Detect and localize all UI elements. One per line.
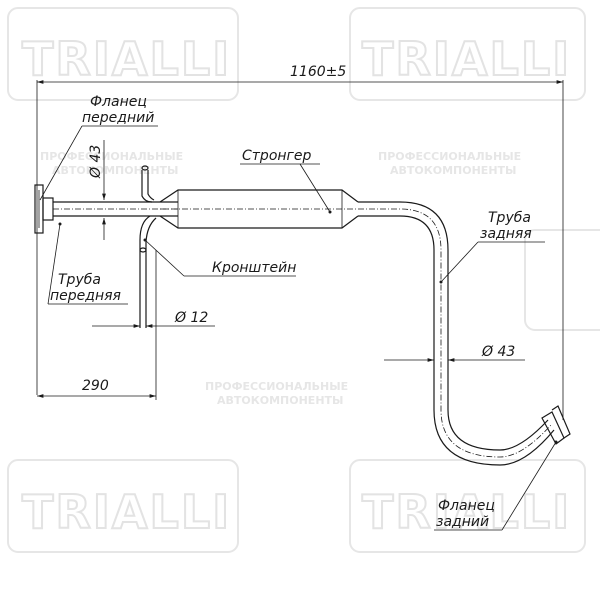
watermark-mid-right [524,229,600,331]
watermark-bottom-left: TRIALLI [7,459,239,553]
watermark-logo: TRIALLI [362,32,571,86]
watermark-logo: TRIALLI [22,485,231,539]
front-pipe-callout: Труба передняя [47,222,128,305]
watermark-line1: ПРОФЕССИОНАЛЬНЫЕ [378,150,521,163]
stronger-muffler [159,189,359,229]
rear-flange [541,405,571,445]
watermark-top-left: TRIALLI [7,7,239,101]
watermark-line1: ПРОФЕССИОНАЛЬНЫЕ [40,150,183,163]
overall-dimension: 1160±5 [36,64,564,420]
bracket-offset-dimension: 290 [37,250,157,400]
overall-length-label: 1160±5 [290,64,346,80]
rear-flange-callout: Фланец задний [434,440,558,531]
rear-pipe [358,201,555,466]
front-pipe-label-2: передняя [50,288,121,304]
front-flange-callout: Фланец передний [39,94,158,201]
rear-flange-label-2: задний [436,514,489,530]
bracket-diameter-label: Ø 12 [174,310,208,326]
watermark-line2: АВТОКОМПОНЕНТЫ [52,164,178,177]
front-pipe-label-1: Труба [58,272,101,288]
watermark-logo: TRIALLI [22,32,231,86]
front-flange-label-2: передний [82,110,154,126]
front-flange-label-1: Фланец [90,94,147,110]
stronger-callout: Стронгер [240,148,332,214]
watermark-line2: АВТОКОМПОНЕНТЫ [390,164,516,177]
bracket-label: Кронштейн [212,260,296,276]
bracket-diameter-dimension: Ø 12 [92,310,215,328]
bracket [139,165,157,328]
rear-flange-label-1: Фланец [438,498,495,514]
watermark-top-right: TRIALLI [349,7,586,101]
watermark-logo: TRIALLI [362,485,571,539]
front-pipe [53,201,178,217]
stronger-label: Стронгер [242,148,312,164]
rear-pipe-label-2: задняя [480,226,532,242]
front-diameter-dimension: Ø 43 [88,140,106,240]
rear-pipe-callout: Труба задняя [439,210,545,284]
watermark-line2: АВТОКОМПОНЕНТЫ [217,394,343,407]
rear-diameter-label: Ø 43 [481,344,515,360]
rear-pipe-label-1: Труба [488,210,531,226]
rear-diameter-dimension: Ø 43 [384,344,525,362]
front-diameter-label: Ø 43 [88,145,104,179]
watermark-group: TRIALLI TRIALLI TRIALLI TRIALLI ПРОФЕССИ… [7,7,600,553]
bracket-callout: Кронштейн [143,238,296,277]
watermark-line1: ПРОФЕССИОНАЛЬНЫЕ [205,380,348,393]
bracket-offset-label: 290 [82,378,109,394]
